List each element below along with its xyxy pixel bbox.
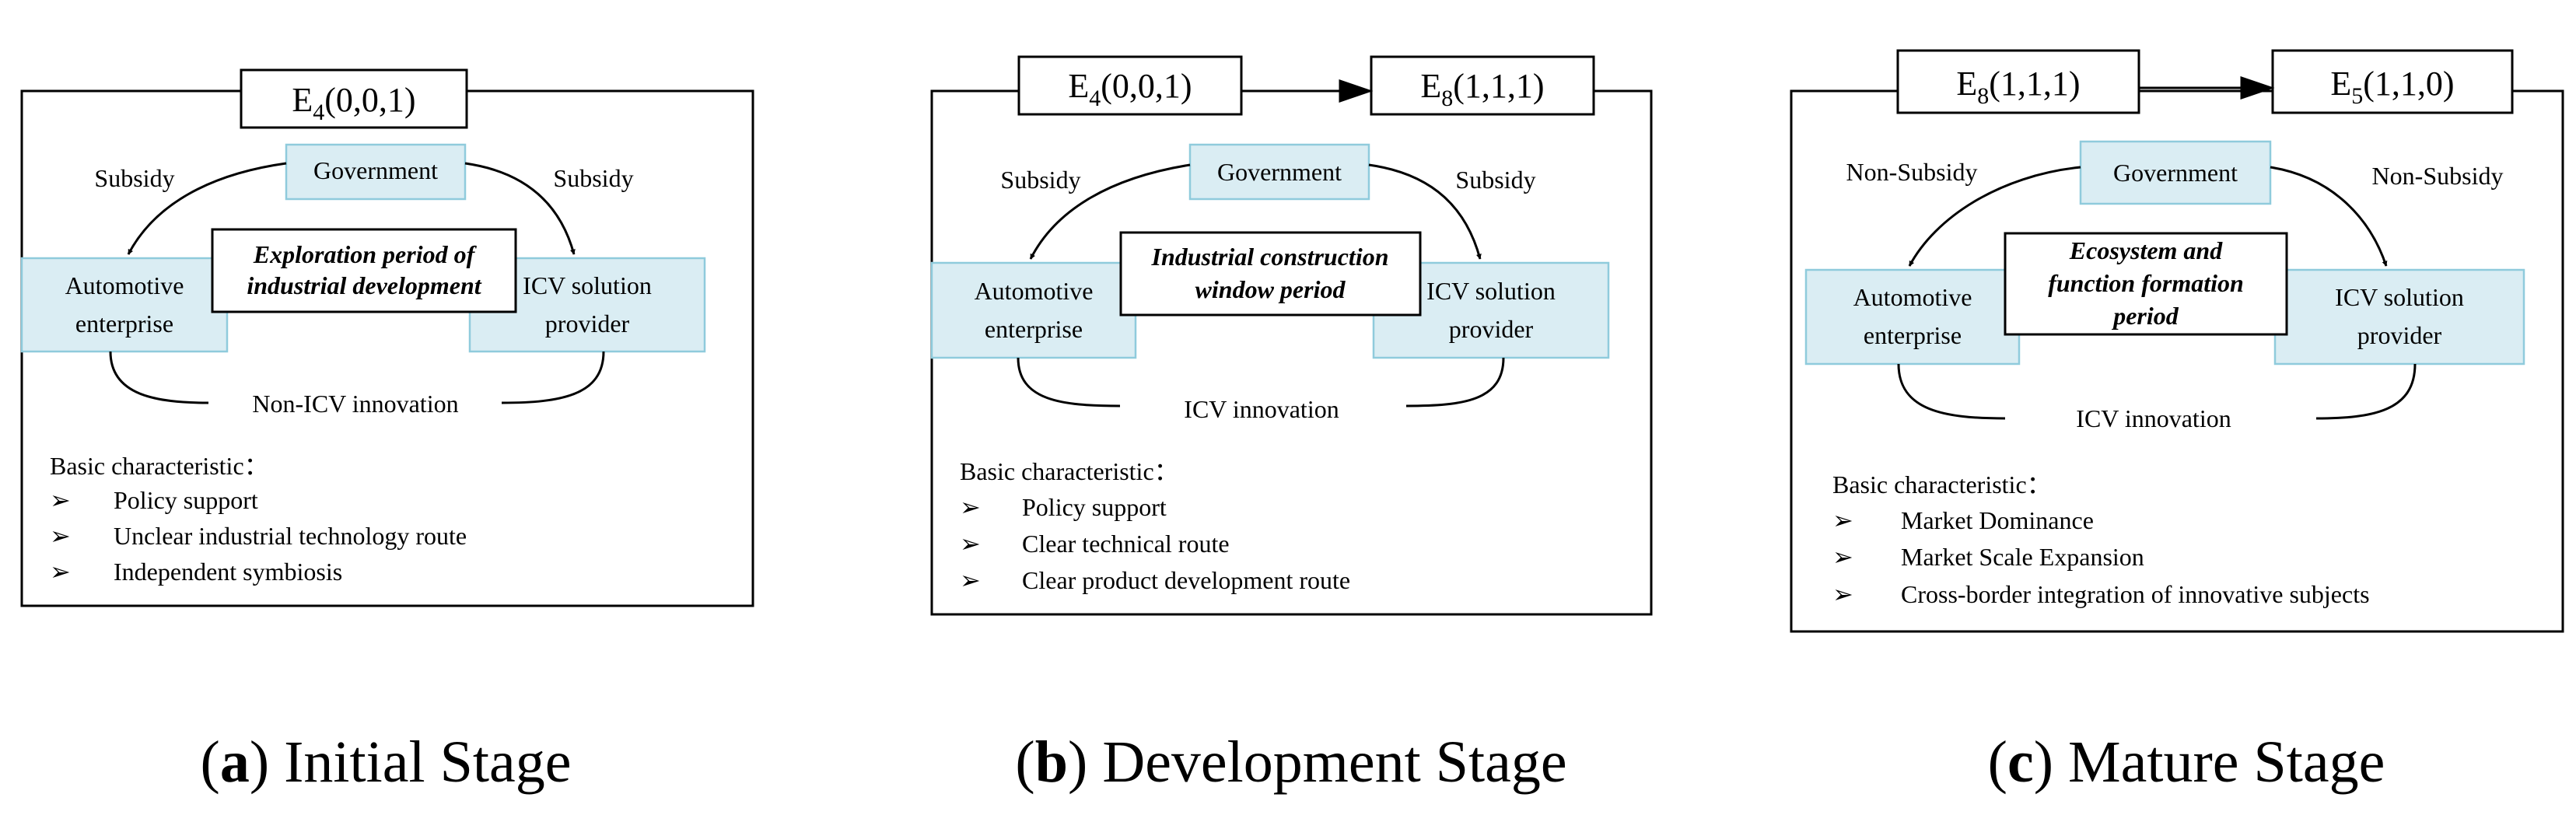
- panel-caption: (b) Development Stage: [1015, 729, 1566, 795]
- innovation-arc: [1897, 363, 2417, 420]
- bullet-icon: ➢: [960, 566, 981, 594]
- characteristic-heading: Basic characteristic：: [1832, 470, 2052, 498]
- bullet-icon: ➢: [50, 558, 71, 586]
- state-label: E4(0,0,1): [292, 81, 415, 125]
- government-box: [2079, 140, 2272, 205]
- innovation-label: ICV innovation: [2076, 404, 2231, 432]
- state-label: E8(1,1,1): [1420, 67, 1544, 111]
- right-flow-label: Subsidy: [1455, 166, 1535, 194]
- innovation-arc: [109, 351, 605, 404]
- state-label: E8(1,1,1): [1956, 65, 2080, 109]
- characteristic-item: Policy support: [114, 486, 258, 514]
- left-flow-label: Non-Subsidy: [1846, 158, 1978, 186]
- characteristic-list: ➢ Policy support ➢ Clear technical route…: [960, 493, 1350, 594]
- innovation-label: Non-ICV innovation: [252, 390, 458, 418]
- government-label: Government: [2113, 159, 2238, 187]
- left-flow-label: Subsidy: [1000, 166, 1080, 194]
- right-flow-label: Non-Subsidy: [2372, 162, 2504, 190]
- subsidy-arrow-left: [1908, 166, 2081, 267]
- characteristic-item: Independent symbiosis: [114, 558, 342, 586]
- state-label: E5(1,1,0): [2330, 65, 2454, 109]
- characteristic-item: Market Scale Expansion: [1901, 543, 2144, 571]
- government-box: [285, 143, 467, 201]
- bullet-icon: ➢: [1832, 506, 1853, 534]
- subsidy-arrow-right: [1368, 163, 1482, 260]
- automotive-enterprise-box: [1804, 268, 2021, 366]
- characteristic-item: Clear product development route: [1022, 566, 1350, 594]
- state-label: E4(0,0,1): [1068, 67, 1192, 111]
- panel-development-stage: E4(0,0,1) E8(1,1,1) Government Automotiv…: [930, 55, 1653, 795]
- characteristic-item: Clear technical route: [1022, 530, 1230, 558]
- characteristic-item: Market Dominance: [1901, 506, 2094, 534]
- state-box: [2271, 49, 2514, 114]
- panel-frame: [1790, 89, 2564, 633]
- characteristic-item: Policy support: [1022, 493, 1167, 521]
- subsidy-arrow-right: [464, 162, 576, 255]
- automotive-enterprise-box: [930, 261, 1137, 359]
- bullet-icon: ➢: [50, 522, 71, 550]
- icv-solution-provider-box: [2273, 268, 2525, 366]
- subsidy-arrow-left: [1029, 163, 1191, 260]
- bullet-icon: ➢: [960, 493, 981, 521]
- government-box: [1188, 143, 1370, 201]
- government-label: Government: [1217, 158, 1342, 186]
- state-box: [1017, 55, 1243, 116]
- stage-period-box: [211, 228, 517, 313]
- characteristic-item: Cross-border integration of innovative s…: [1901, 580, 2370, 608]
- state-box: [1896, 49, 2140, 114]
- government-label: Government: [313, 156, 438, 184]
- stage-period-box: [1119, 231, 1422, 317]
- state-box: [1370, 55, 1595, 116]
- characteristic-heading: Basic characteristic：: [960, 457, 1179, 485]
- panel-caption: (c) Mature Stage: [1988, 729, 2385, 795]
- bullet-icon: ➢: [50, 486, 71, 514]
- stage-period-box: [2004, 232, 2288, 336]
- bullet-icon: ➢: [1832, 543, 1853, 571]
- characteristic-item: Unclear industrial technology route: [114, 522, 467, 550]
- characteristic-heading: Basic characteristic：: [50, 452, 269, 480]
- subsidy-arrow-right: [2270, 166, 2388, 267]
- left-flow-label: Subsidy: [94, 164, 174, 192]
- innovation-label: ICV innovation: [1184, 395, 1339, 423]
- panel-caption: (a) Initial Stage: [201, 729, 572, 795]
- innovation-arc: [1017, 357, 1505, 408]
- panel-mature-stage: E8(1,1,1) E5(1,1,0) Government Automotiv…: [1790, 49, 2564, 795]
- bullet-icon: ➢: [960, 530, 981, 558]
- characteristic-list: ➢ Market Dominance ➢ Market Scale Expans…: [1832, 506, 2370, 608]
- right-flow-label: Subsidy: [553, 164, 633, 192]
- state-box: [240, 68, 468, 129]
- bullet-icon: ➢: [1832, 580, 1853, 608]
- characteristic-list: ➢ Policy support ➢ Unclear industrial te…: [50, 486, 467, 586]
- subsidy-arrow-left: [127, 162, 287, 255]
